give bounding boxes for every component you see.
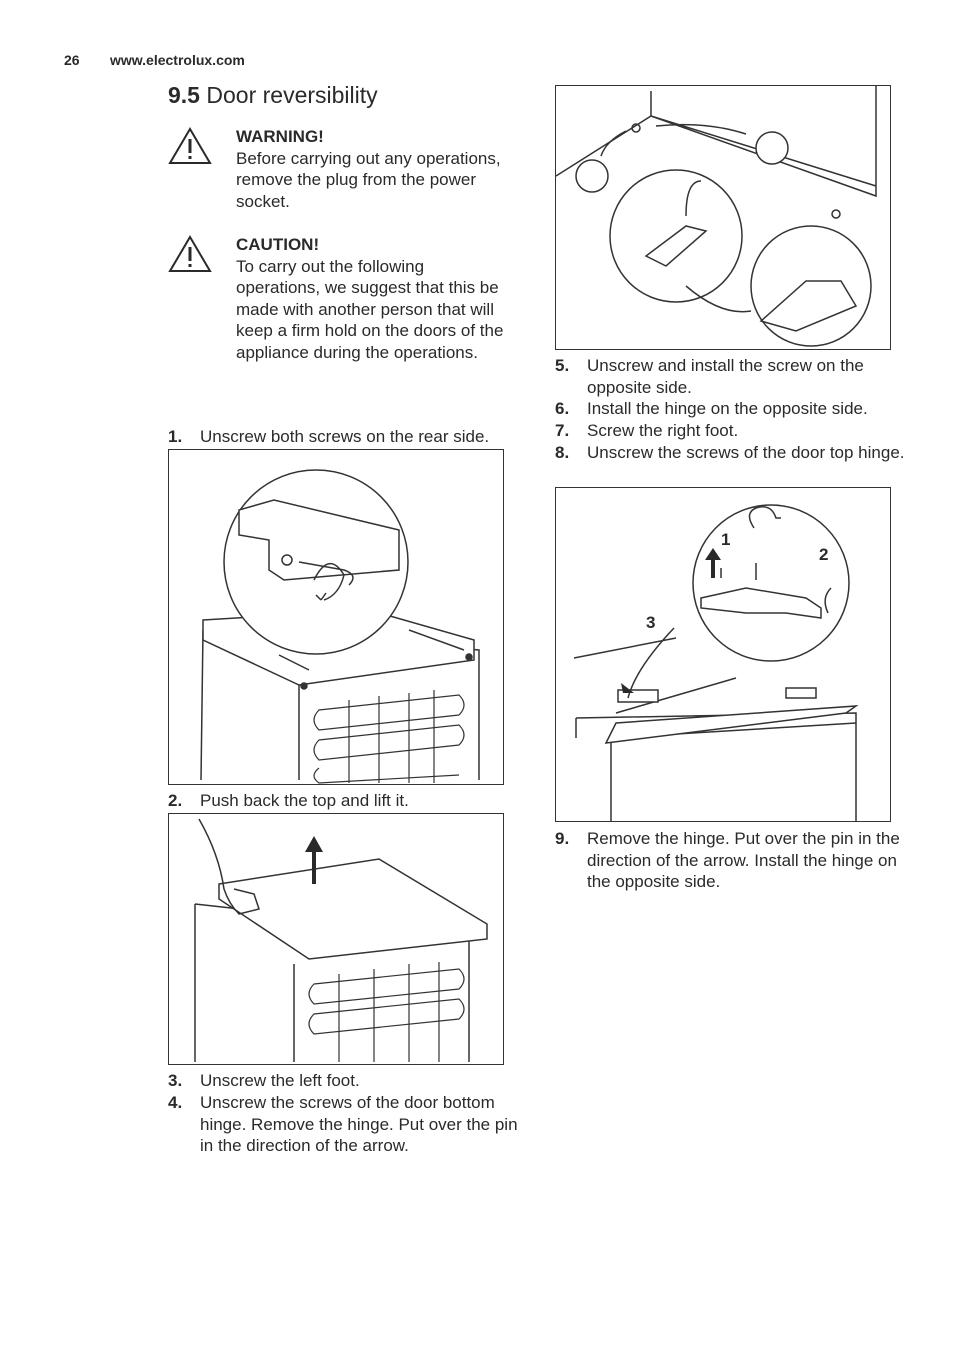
step-text: Unscrew both screws on the rear side. — [200, 427, 490, 446]
caution-content: CAUTION! To carry out the following oper… — [236, 234, 506, 364]
step-3: 3. Unscrew the left foot. — [168, 1070, 528, 1092]
section-title: 9.5 Door reversibility — [168, 82, 378, 109]
step-4: 4. Unscrew the screws of the door bottom… — [168, 1092, 528, 1180]
page-number: 26 — [64, 52, 80, 68]
step-text: Screw the right foot. — [587, 421, 739, 440]
step-label-1: 1 — [721, 530, 730, 549]
step-text: Unscrew the left foot. — [200, 1071, 360, 1090]
step-text: Push back the top and lift it. — [200, 791, 409, 810]
step-text: Unscrew the screws of the door top hinge… — [587, 443, 905, 462]
step-6: 6. Install the hinge on the opposite sid… — [555, 398, 915, 420]
section-number: 9.5 — [168, 82, 200, 108]
step-number: 7. — [555, 421, 570, 440]
step-1: 1. Unscrew both screws on the rear side. — [168, 426, 528, 448]
figure-top-hinge: 1 2 3 — [555, 487, 891, 822]
lift-top-illustration — [194, 818, 488, 1062]
figure-bottom-hinge — [555, 85, 891, 350]
step-5: 5. Unscrew and install the screw on the … — [555, 355, 915, 399]
step-text: Unscrew and install the screw on the opp… — [587, 356, 864, 397]
step-label-3: 3 — [646, 613, 655, 632]
rear-screws-illustration — [200, 469, 480, 784]
warning-note: WARNING! Before carrying out any operati… — [168, 126, 508, 216]
step-number: 3. — [168, 1071, 183, 1090]
step-text: Remove the hinge. Put over the pin in th… — [587, 829, 900, 892]
step-number: 1. — [168, 427, 183, 446]
warning-label: WARNING! — [236, 127, 324, 146]
step-label-2: 2 — [819, 545, 828, 564]
figure-lift-top — [168, 813, 504, 1065]
top-hinge-illustration: 1 2 3 — [573, 504, 859, 821]
warning-text: Before carrying out any operations, remo… — [236, 148, 501, 211]
step-number: 5. — [555, 356, 570, 375]
website-url: www.electrolux.com — [110, 52, 245, 68]
step-number: 8. — [555, 443, 570, 462]
step-number: 4. — [168, 1093, 183, 1112]
caution-label: CAUTION! — [236, 235, 320, 254]
step-number: 2. — [168, 791, 183, 810]
up-arrow-icon — [305, 836, 323, 884]
step-9: 9. Remove the hinge. Put over the pin in… — [555, 828, 915, 894]
step-text: Unscrew the screws of the door bottom hi… — [200, 1093, 518, 1156]
down-arrow-icon — [621, 683, 634, 693]
warning-triangle-icon — [168, 235, 212, 272]
bottom-hinge-illustration — [556, 86, 877, 347]
up-arrow-icon — [705, 548, 721, 578]
section-title-text: Door reversibility — [206, 82, 378, 108]
step-number: 6. — [555, 399, 570, 418]
warning-triangle-icon — [168, 127, 212, 164]
step-2: 2. Push back the top and lift it. — [168, 790, 528, 812]
caution-note: CAUTION! To carry out the following oper… — [168, 234, 508, 414]
caution-text: To carry out the following operations, w… — [236, 256, 504, 362]
warning-content: WARNING! Before carrying out any operati… — [236, 126, 506, 212]
figure-rear-screws — [168, 449, 504, 785]
step-number: 9. — [555, 829, 570, 848]
step-8: 8. Unscrew the screws of the door top hi… — [555, 442, 915, 486]
step-text: Install the hinge on the opposite side. — [587, 399, 868, 418]
step-7: 7. Screw the right foot. — [555, 420, 915, 442]
